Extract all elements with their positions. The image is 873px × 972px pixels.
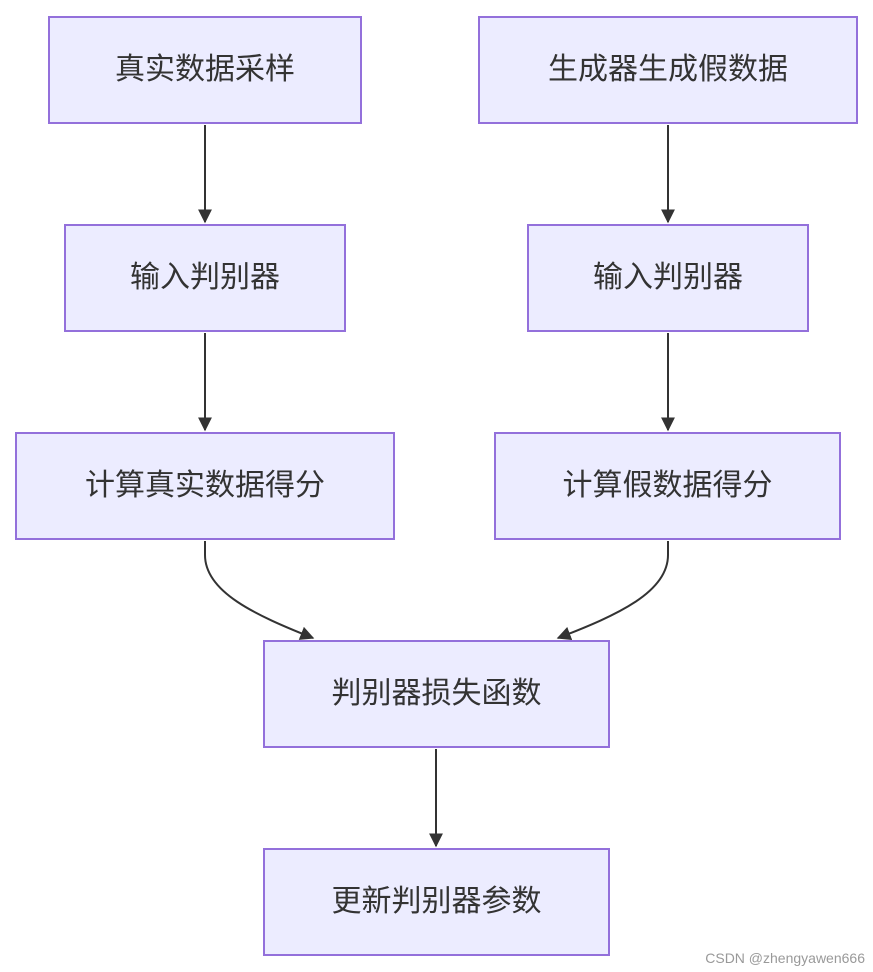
node-generator-fake-data: 生成器生成假数据: [478, 16, 858, 124]
node-input-discriminator-real: 输入判别器: [64, 224, 346, 332]
node-input-discriminator-fake: 输入判别器: [527, 224, 809, 332]
node-label: 计算假数据得分: [562, 468, 773, 503]
node-real-data-sampling: 真实数据采样: [48, 16, 362, 124]
edge-score-real-to-loss: [204, 541, 315, 640]
node-label: 更新判别器参数: [331, 884, 542, 919]
node-label: 判别器损失函数: [331, 676, 542, 711]
node-label: 输入判别器: [593, 260, 743, 295]
node-label: 生成器生成假数据: [548, 52, 788, 87]
watermark: CSDN @zhengyawen666: [705, 950, 865, 966]
node-label: 真实数据采样: [115, 52, 295, 87]
node-discriminator-loss: 判别器损失函数: [263, 640, 610, 748]
node-update-discriminator-params: 更新判别器参数: [263, 848, 610, 956]
node-label: 输入判别器: [130, 260, 280, 295]
edge-score-fake-to-loss: [556, 541, 669, 641]
node-score-real-data: 计算真实数据得分: [15, 432, 395, 540]
node-label: 计算真实数据得分: [85, 468, 325, 503]
node-score-fake-data: 计算假数据得分: [494, 432, 841, 540]
